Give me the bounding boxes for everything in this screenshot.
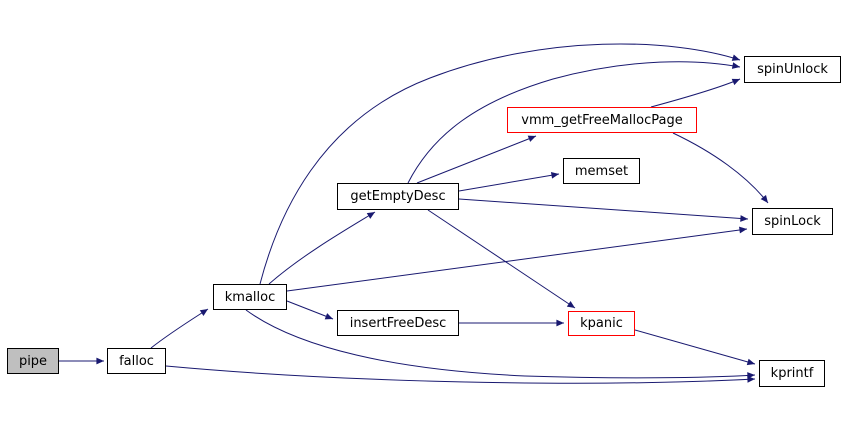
- node-kmalloc-label: kmalloc: [224, 289, 276, 305]
- node-spinUnlock[interactable]: spinUnlock: [744, 56, 841, 83]
- edge-kpanic-kprintf: [634, 329, 756, 366]
- node-kmalloc[interactable]: kmalloc: [213, 284, 287, 310]
- node-falloc[interactable]: falloc: [107, 348, 166, 374]
- node-insertFreeDesc[interactable]: insertFreeDesc: [337, 310, 459, 336]
- node-kprintf-label: kprintf: [770, 366, 814, 381]
- edge-vmm_getFreeMallocPage-spinLock: [672, 132, 769, 204]
- node-pipe-label: pipe: [18, 353, 48, 369]
- node-kprintf[interactable]: kprintf: [759, 360, 825, 387]
- edge-getEmptyDesc-spinLock: [458, 198, 749, 222]
- edge-kmalloc-spinUnlock: [259, 43, 741, 285]
- node-getEmptyDesc-label: getEmptyDesc: [350, 189, 446, 204]
- node-falloc-label: falloc: [119, 353, 154, 369]
- node-pipe[interactable]: pipe: [7, 348, 59, 374]
- node-vmm_getFreeMallocPage[interactable]: vmm_getFreeMallocPage: [507, 107, 697, 133]
- node-kpanic-label: kpanic: [580, 316, 623, 331]
- edge-kmalloc-kprintf: [245, 309, 756, 379]
- edge-kmalloc-getEmptyDesc: [268, 211, 376, 285]
- edge-falloc-kmalloc: [150, 308, 209, 349]
- node-kpanic[interactable]: kpanic: [568, 311, 635, 336]
- node-vmm_getFreeMallocPage-label: vmm_getFreeMallocPage: [521, 112, 683, 128]
- edge-getEmptyDesc-spinUnlock: [407, 61, 741, 184]
- edge-getEmptyDesc-memset: [458, 171, 560, 192]
- edge-getEmptyDesc-kpanic: [427, 209, 576, 309]
- node-insertFreeDesc-label: insertFreeDesc: [349, 315, 447, 331]
- node-spinLock-label: spinLock: [764, 214, 821, 229]
- edge-getEmptyDesc-vmm_getFreeMallocPage: [416, 135, 537, 184]
- node-spinLock[interactable]: spinLock: [752, 208, 833, 235]
- edge-vmm_getFreeMallocPage-spinUnlock: [650, 78, 741, 108]
- node-memset-label: memset: [574, 163, 629, 179]
- node-getEmptyDesc[interactable]: getEmptyDesc: [337, 183, 459, 210]
- node-spinUnlock-label: spinUnlock: [757, 62, 828, 77]
- edge-kmalloc-spinLock: [286, 226, 748, 292]
- edge-falloc-kprintf: [165, 365, 756, 384]
- edge-kmalloc-insertFreeDesc: [286, 300, 334, 320]
- node-memset[interactable]: memset: [563, 158, 640, 184]
